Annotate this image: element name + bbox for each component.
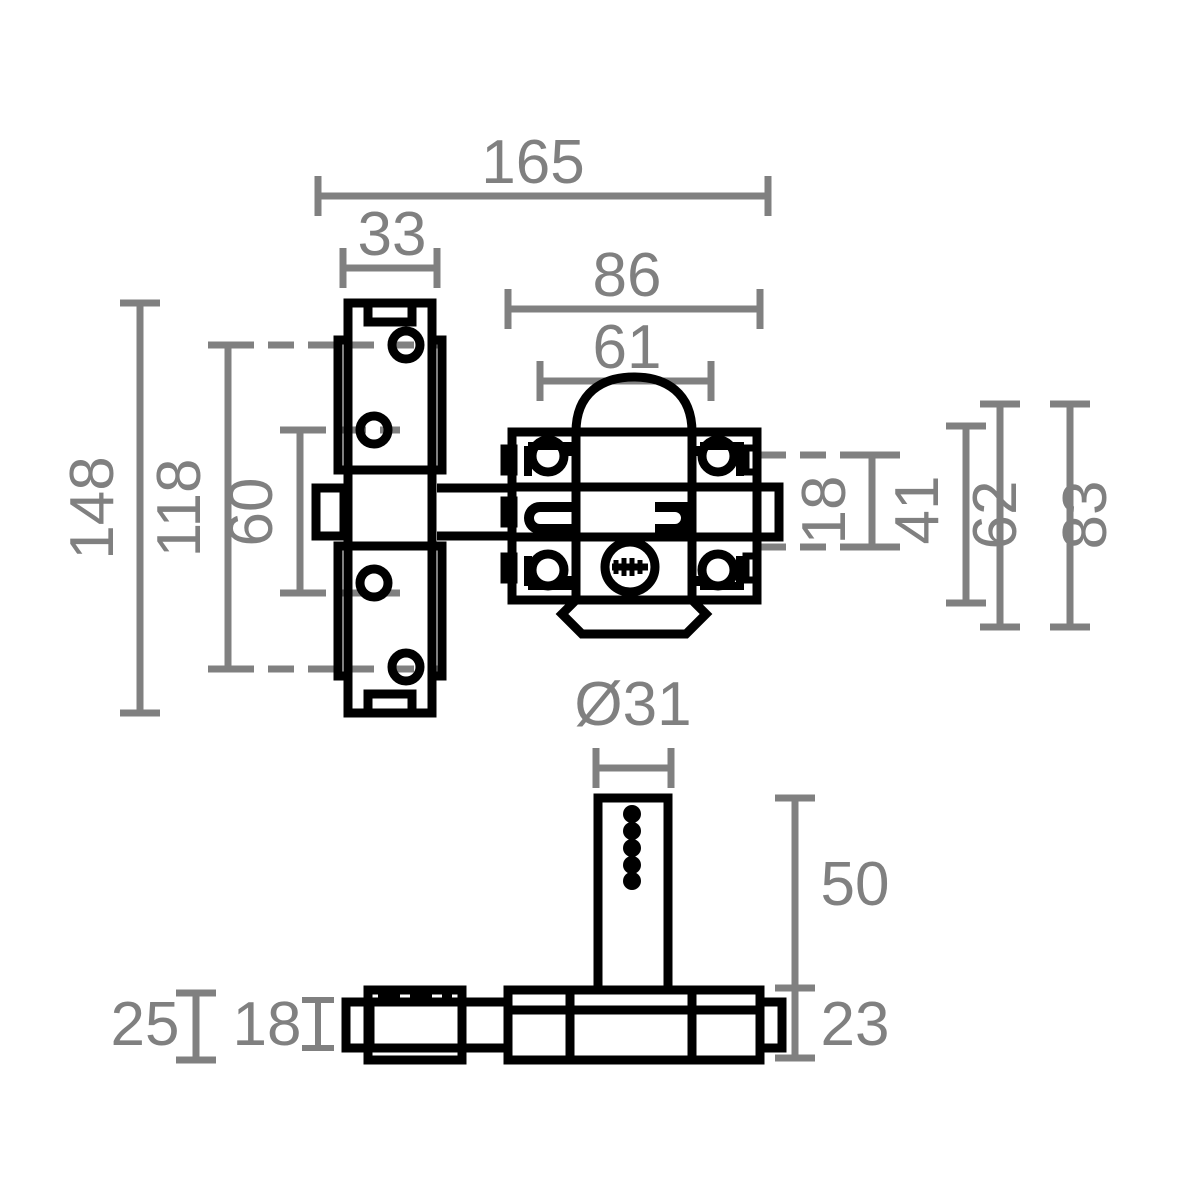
label-61: 61 (593, 313, 662, 382)
label-118: 118 (145, 459, 214, 558)
side-bolt-tip (755, 997, 787, 1053)
body-tab-left-mid (500, 496, 518, 528)
bolt-slot-left (524, 502, 560, 534)
label-33: 33 (358, 200, 427, 269)
side-left-stub (341, 997, 375, 1053)
knob-stub-left (311, 483, 349, 541)
label-18: 18 (790, 476, 859, 545)
side-view (341, 793, 787, 1065)
lock-body-outline (507, 427, 762, 605)
dimension-labels: 165 33 86 61 148 118 60 18 41 62 83 Ø31 … (58, 128, 1120, 1059)
label-62: 62 (961, 481, 1030, 550)
body-tab-left-top (500, 444, 518, 476)
label-60: 60 (217, 478, 286, 547)
screw-hole-upper-left (355, 411, 393, 449)
label-18-side: 18 (233, 990, 302, 1059)
label-23: 23 (821, 990, 890, 1059)
label-50: 50 (821, 850, 890, 919)
body-screw-bottom-left (527, 549, 569, 591)
label-165: 165 (481, 128, 584, 197)
body-screw-top-left (527, 435, 569, 477)
body-tab-right-bottom (742, 552, 760, 584)
backplate-outline (343, 298, 437, 718)
body-tab-right-top (742, 444, 760, 476)
bolt-shaft (437, 483, 514, 541)
backplate-bottom-notch (363, 689, 417, 713)
screw-hole-lower-left (355, 564, 393, 602)
bolt-tip (752, 482, 784, 542)
backplate-top-notch (363, 303, 417, 327)
body-tab-left-bottom (500, 552, 518, 584)
label-25: 25 (111, 990, 180, 1059)
label-diameter-31: Ø31 (574, 670, 691, 739)
keyhole-teeth (613, 558, 643, 576)
side-knob-pins (623, 805, 641, 890)
keyhole-circle (600, 537, 660, 597)
label-148: 148 (58, 456, 127, 559)
screw-hole-bottom-right (387, 648, 425, 686)
body-screw-top-right (697, 435, 739, 477)
label-41: 41 (883, 476, 952, 545)
body-screw-bottom-right (697, 549, 739, 591)
screw-hole-top-right (387, 326, 425, 364)
cylinder-dome (571, 372, 697, 433)
label-83: 83 (1051, 481, 1120, 550)
label-86: 86 (593, 241, 662, 310)
front-view (311, 298, 784, 718)
keyhole-escutcheon (555, 537, 713, 639)
